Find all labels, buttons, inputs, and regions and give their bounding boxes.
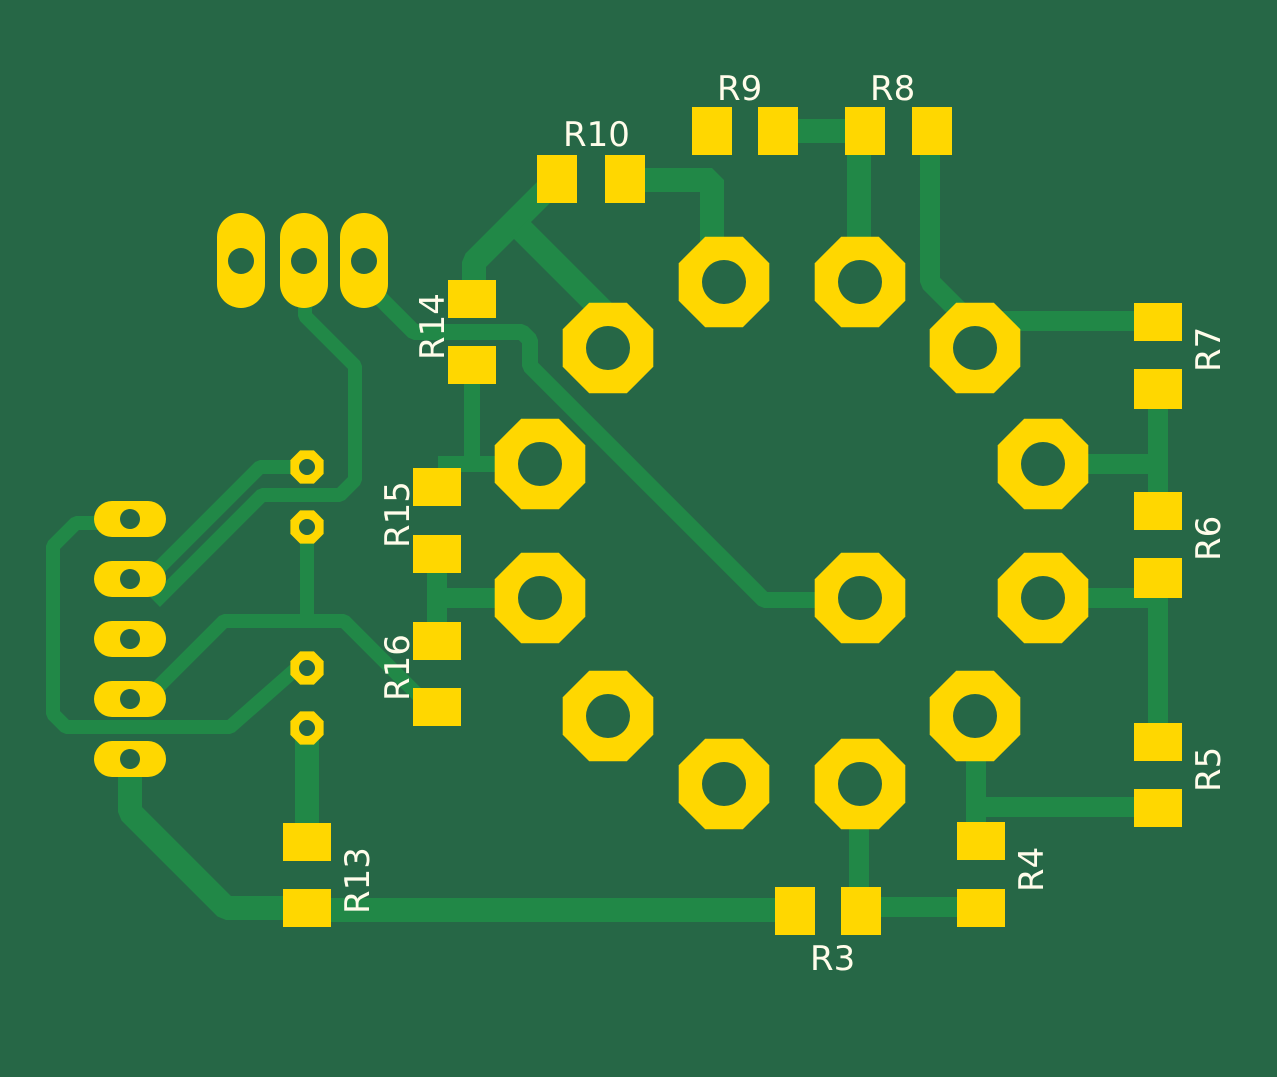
- connector-5pin: [94, 501, 166, 777]
- r7-pad-2[interactable]: [1134, 369, 1182, 409]
- connector-3pin: [217, 213, 388, 308]
- r14-pad-1[interactable]: [448, 280, 496, 318]
- label-r14: R14: [413, 293, 453, 360]
- drill-hole: [518, 442, 562, 486]
- r13-pad-1[interactable]: [283, 823, 331, 861]
- drill-hole: [702, 762, 746, 806]
- trace: [920, 131, 968, 320]
- trace: [150, 292, 362, 607]
- ring-pads: [494, 236, 1089, 830]
- drill-hole: [838, 762, 882, 806]
- drill-hole: [120, 749, 140, 769]
- r14-pad-2[interactable]: [448, 346, 496, 384]
- r16-pad-1[interactable]: [413, 622, 461, 660]
- label-r15: R15: [378, 481, 418, 548]
- via-hole: [299, 720, 315, 736]
- label-r13: R13: [338, 847, 378, 914]
- r3-pad-2[interactable]: [841, 887, 881, 935]
- r8-pad-1[interactable]: [845, 107, 885, 155]
- label-r5: R5: [1189, 747, 1229, 792]
- resistor-pads: [283, 107, 1182, 935]
- trace: [118, 760, 306, 920]
- drill-hole: [351, 248, 377, 274]
- r10-pad-1[interactable]: [537, 155, 577, 203]
- r7-pad-1[interactable]: [1134, 303, 1182, 341]
- r4-pad-2[interactable]: [957, 889, 1005, 927]
- r8-pad-2[interactable]: [912, 107, 952, 155]
- r5-pad-2[interactable]: [1134, 789, 1182, 827]
- r9-pad-2[interactable]: [758, 107, 798, 155]
- label-r3: R3: [810, 939, 855, 979]
- label-r4: R4: [1012, 847, 1052, 892]
- drill-hole: [291, 248, 317, 274]
- drill-hole: [838, 576, 882, 620]
- r13-pad-2[interactable]: [283, 889, 331, 927]
- via-hole: [299, 660, 315, 676]
- trace: [625, 168, 724, 265]
- r3-pad-1[interactable]: [775, 887, 815, 935]
- label-r9: R9: [717, 69, 762, 109]
- trace: [46, 516, 302, 734]
- silkscreen-labels: R10 R9 R8 R7 R6 R5 R4 R3 R13 R14 R15 R16: [338, 69, 1229, 979]
- r10-pad-2[interactable]: [605, 155, 645, 203]
- drill-hole: [228, 248, 254, 274]
- r6-pad-2[interactable]: [1134, 558, 1182, 598]
- r9-pad-1[interactable]: [692, 107, 732, 155]
- drill-hole: [120, 629, 140, 649]
- r15-pad-2[interactable]: [413, 535, 461, 573]
- drill-hole: [838, 260, 882, 304]
- label-r6: R6: [1189, 516, 1229, 561]
- trace: [150, 614, 425, 702]
- r6-pad-1[interactable]: [1134, 492, 1182, 530]
- drill-hole: [120, 689, 140, 709]
- trace: [150, 460, 297, 577]
- drill-hole: [586, 326, 630, 370]
- drill-hole: [120, 569, 140, 589]
- drill-hole: [953, 694, 997, 738]
- label-r8: R8: [870, 69, 915, 109]
- label-r16: R16: [378, 634, 418, 701]
- r5-pad-1[interactable]: [1134, 723, 1182, 761]
- drill-hole: [518, 576, 562, 620]
- drill-hole: [1021, 576, 1065, 620]
- via-hole: [299, 519, 315, 535]
- drill-hole: [702, 260, 746, 304]
- vias: [290, 450, 324, 745]
- r16-pad-2[interactable]: [413, 688, 461, 726]
- r15-pad-1[interactable]: [413, 468, 461, 506]
- drill-hole: [1021, 442, 1065, 486]
- via-hole: [299, 459, 315, 475]
- drill-hole: [120, 509, 140, 529]
- r4-pad-1[interactable]: [957, 822, 1005, 860]
- drill-hole: [953, 326, 997, 370]
- label-r10: R10: [563, 115, 630, 155]
- label-r7: R7: [1189, 327, 1229, 372]
- trace: [368, 286, 840, 608]
- drill-hole: [586, 694, 630, 738]
